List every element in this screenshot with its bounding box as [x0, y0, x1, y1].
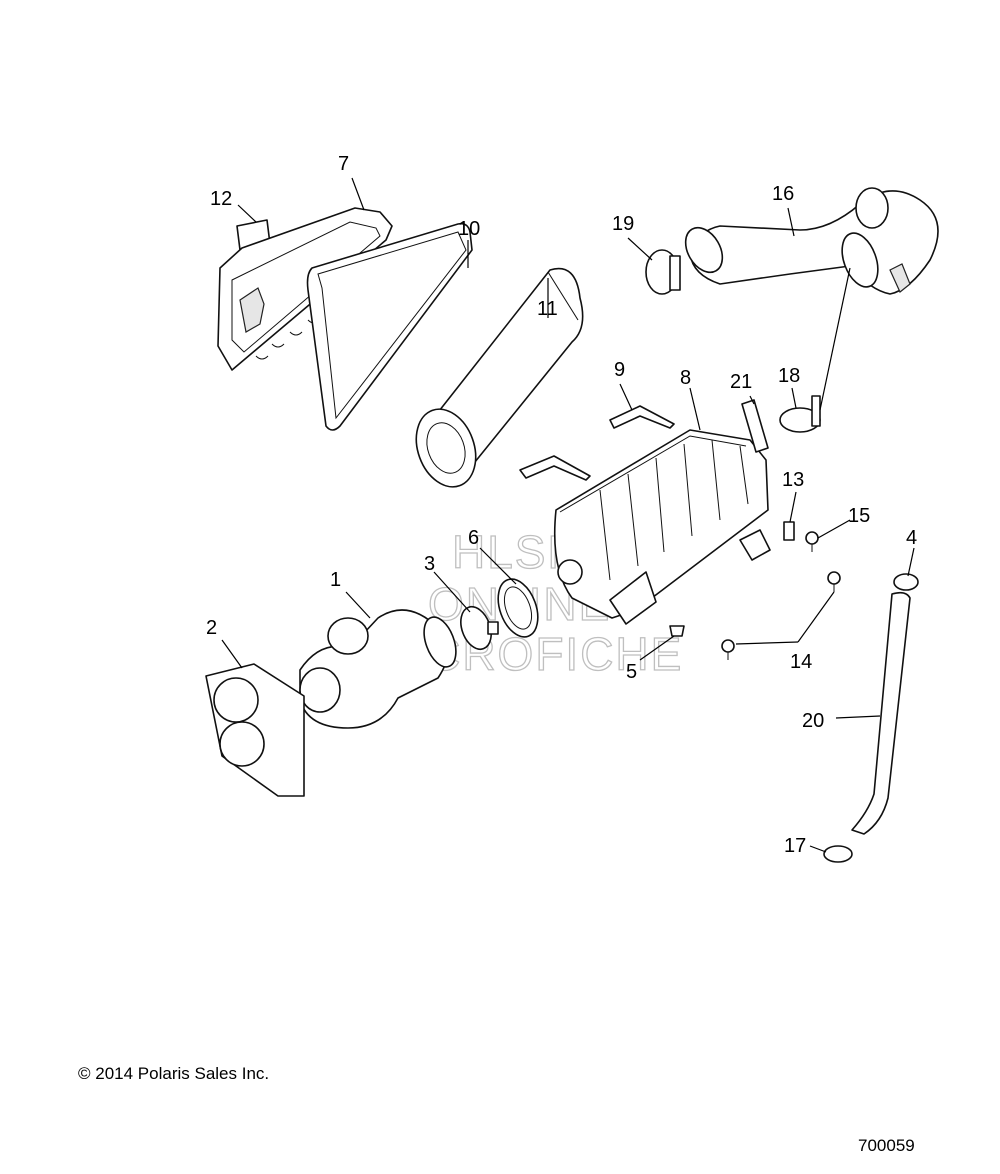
screw-small-part[interactable]	[805, 531, 819, 552]
callout-5[interactable]: 5	[626, 661, 637, 683]
callout-13[interactable]: 13	[782, 469, 804, 491]
band-clamp-2-part[interactable]	[645, 249, 681, 295]
callout-18[interactable]: 18	[778, 365, 800, 387]
callout-7[interactable]: 7	[338, 153, 349, 175]
cover-seal-part[interactable]	[306, 222, 473, 431]
retaining-clip-part[interactable]	[519, 405, 675, 481]
callout-6[interactable]: 6	[468, 527, 479, 549]
coupler-ring-part[interactable]	[491, 574, 545, 643]
callout-21[interactable]: 21	[730, 371, 752, 393]
outlet-duct-part[interactable]	[678, 187, 939, 295]
copyright-notice: © 2014 Polaris Sales Inc.	[78, 1064, 270, 1083]
callout-15[interactable]: 15	[848, 505, 870, 527]
label-part[interactable]	[741, 399, 769, 453]
callout-12[interactable]: 12	[210, 188, 232, 210]
callout-3[interactable]: 3	[424, 553, 435, 575]
grommet-part[interactable]	[669, 625, 685, 637]
airbox-base-part[interactable]	[553, 429, 771, 625]
drawing-number: 700059	[858, 1136, 915, 1155]
band-clamp-part[interactable]	[779, 395, 821, 433]
intake-duct-part[interactable]	[299, 609, 462, 729]
nut-clip-part[interactable]	[783, 521, 795, 541]
leader-lines	[221, 177, 915, 853]
callout-11[interactable]: 11	[537, 298, 558, 320]
callout-19[interactable]: 19	[612, 213, 634, 235]
callout-10[interactable]: 10	[458, 218, 480, 240]
hose-clamp-part[interactable]	[455, 603, 499, 654]
callout-8[interactable]: 8	[680, 367, 691, 389]
drain-tube-part[interactable]	[851, 591, 911, 835]
callout-9[interactable]: 9	[614, 359, 625, 381]
callout-16[interactable]: 16	[772, 183, 794, 205]
small-clamp-part[interactable]	[893, 573, 919, 591]
air-filter-part[interactable]	[406, 267, 584, 496]
callout-1[interactable]: 1	[330, 569, 341, 591]
mount-plate-part[interactable]	[205, 663, 305, 797]
callouts: 12 7 10 11 9 8 21 19 16 18 13 15 4 14 5 …	[206, 153, 917, 857]
callout-17[interactable]: 17	[784, 835, 806, 857]
screw-part[interactable]	[721, 571, 841, 660]
callout-20[interactable]: 20	[802, 710, 824, 732]
callout-14[interactable]: 14	[790, 651, 812, 673]
callout-4[interactable]: 4	[906, 527, 917, 549]
hose-clamp-small-part[interactable]	[823, 845, 853, 863]
callout-2[interactable]: 2	[206, 617, 217, 639]
